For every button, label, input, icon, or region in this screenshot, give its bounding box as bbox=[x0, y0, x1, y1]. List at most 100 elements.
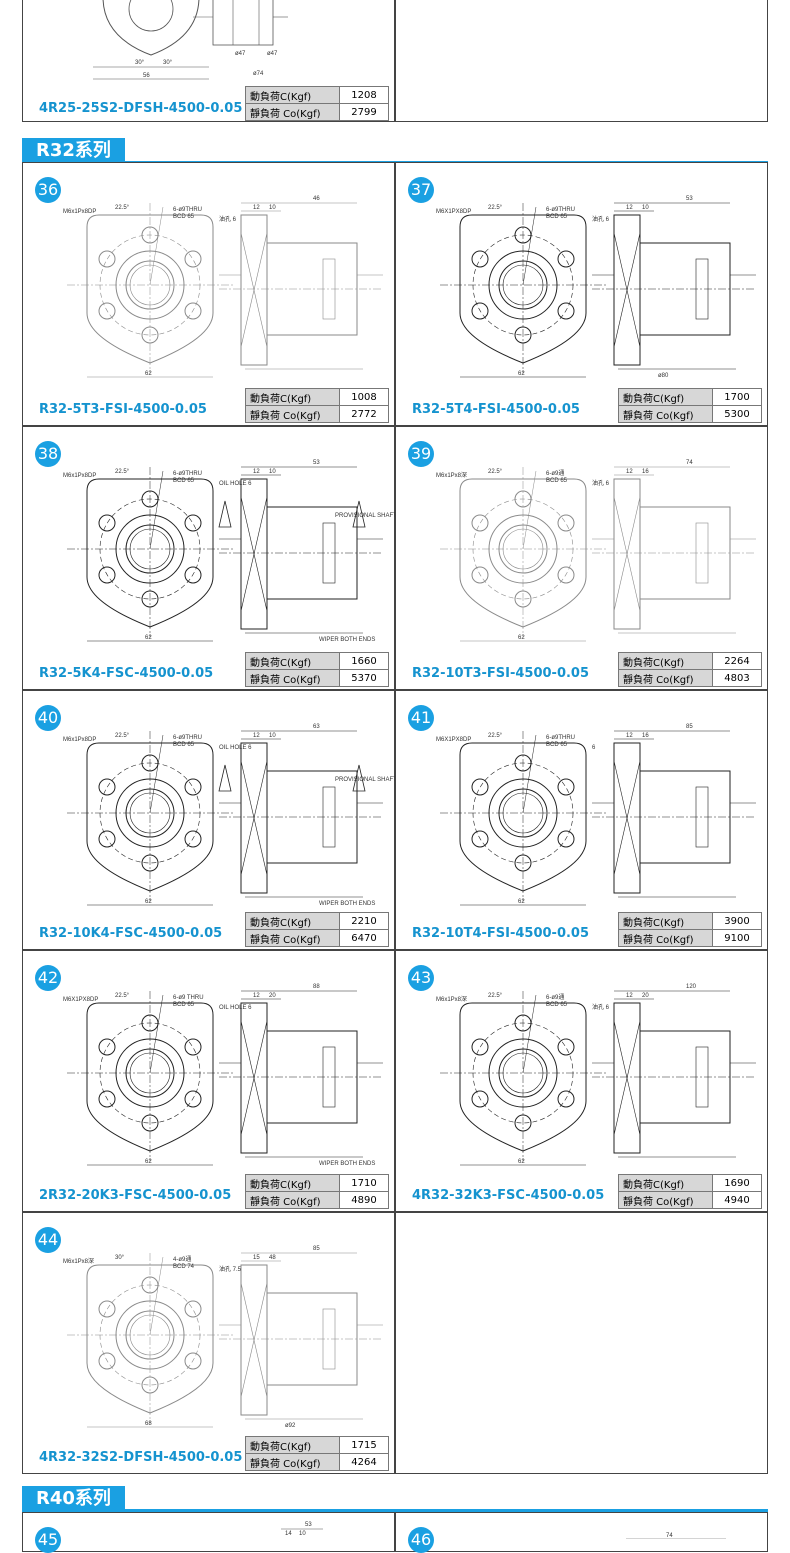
static-load-value: 2772 bbox=[339, 405, 389, 423]
thread-label: M6x1Px8深 bbox=[436, 471, 467, 479]
flange-front-view bbox=[440, 467, 606, 642]
bcd-label: BCD 65 bbox=[546, 1002, 568, 1008]
angle-label: 22.5° bbox=[115, 993, 130, 999]
static-load-value: 2799 bbox=[339, 103, 389, 121]
static-load-value: 4264 bbox=[339, 1453, 389, 1471]
nut-side-view bbox=[219, 1252, 383, 1420]
spec-table: 動負荷C(Kgf) 1208 靜負荷 Co(Kgf) 2799 bbox=[245, 86, 389, 121]
wiper-note: WIPER BOTH ENDS bbox=[319, 1161, 375, 1167]
model-name: 4R32-32K3-FSC-4500-0.05 bbox=[412, 1188, 605, 1203]
length-dimension: 85 bbox=[313, 1246, 320, 1252]
length-dimension: 120 bbox=[686, 984, 697, 990]
static-load-label: 靜負荷 Co(Kgf) bbox=[245, 1191, 340, 1209]
static-load-label: 靜負荷 Co(Kgf) bbox=[245, 669, 340, 687]
holes-label: 4-ø9通 bbox=[173, 1255, 191, 1263]
item-number-badge: 36 bbox=[35, 177, 61, 203]
dynamic-load-value: 1008 bbox=[339, 388, 389, 406]
oil-hole-label: OIL HOLE 6 bbox=[219, 745, 252, 751]
bcd-label: BCD 65 bbox=[546, 742, 568, 748]
section-title: R32系列 bbox=[22, 138, 125, 164]
thread-label: M6x1Px8深 bbox=[436, 995, 467, 1003]
oil-hole-label: 油孔 6 bbox=[592, 479, 610, 487]
length-dimension: 85 bbox=[686, 724, 693, 730]
width-dimension: 62 bbox=[518, 371, 525, 377]
item-number-badge: 37 bbox=[408, 177, 434, 203]
dynamic-load-value: 2264 bbox=[712, 652, 762, 670]
thread-label: M6x1Px8DP bbox=[63, 473, 96, 479]
dim-a-label: 12 bbox=[253, 993, 260, 999]
flange-front-view bbox=[67, 467, 233, 642]
dim-a-label: 12 bbox=[253, 205, 260, 211]
wiper-note: WIPER BOTH ENDS bbox=[319, 901, 375, 907]
flange-front-view bbox=[67, 991, 233, 1166]
angle-label: 22.5° bbox=[488, 993, 503, 999]
holes-label: 6-ø9THRU bbox=[546, 207, 575, 213]
dynamic-load-value: 1710 bbox=[339, 1174, 389, 1192]
static-load-label: 靜負荷 Co(Kgf) bbox=[245, 405, 340, 423]
section-divider bbox=[22, 1509, 768, 1512]
dynamic-load-value: 1690 bbox=[712, 1174, 762, 1192]
nut-side-view bbox=[219, 990, 383, 1158]
oil-hole-label: OIL HOLE 6 bbox=[219, 1005, 252, 1011]
nut-side-view bbox=[592, 990, 756, 1158]
thread-label: M6X1PX8DP bbox=[436, 209, 471, 215]
holes-label: 6-ø9THRU bbox=[173, 207, 202, 213]
svg-text:30°: 30° bbox=[163, 60, 173, 66]
angle-label: 22.5° bbox=[488, 469, 503, 475]
bcd-label: BCD 65 bbox=[173, 1002, 195, 1008]
model-name: R32-5K4-FSC-4500-0.05 bbox=[39, 666, 214, 681]
svg-text:74: 74 bbox=[666, 1533, 673, 1539]
nut-side-view bbox=[218, 466, 383, 634]
dim-a-label: 12 bbox=[626, 205, 633, 211]
oil-hole-label: 油孔 6 bbox=[219, 215, 237, 223]
dim-a-label: 12 bbox=[253, 733, 260, 739]
dim-b-label: 48 bbox=[269, 1255, 276, 1261]
nut-side-view bbox=[592, 202, 756, 370]
svg-text:53: 53 bbox=[305, 1522, 312, 1528]
nut-side-view bbox=[592, 466, 756, 634]
model-name: 4R25-25S2-DFSH-4500-0.05 bbox=[39, 101, 243, 116]
item-number-badge: 38 bbox=[35, 441, 61, 467]
static-load-label: 靜負荷 Co(Kgf) bbox=[618, 1191, 713, 1209]
dynamic-load-label: 動負荷C(Kgf) bbox=[618, 388, 713, 406]
empty-cell bbox=[395, 1212, 768, 1474]
flange-front-view bbox=[440, 203, 606, 378]
oil-hole-label: 油孔 6 bbox=[592, 215, 610, 223]
dynamic-load-label: 動負荷C(Kgf) bbox=[245, 86, 340, 104]
dim-b-label: 10 bbox=[642, 205, 649, 211]
dynamic-load-value: 1715 bbox=[339, 1436, 389, 1454]
width-dimension: 62 bbox=[145, 371, 152, 377]
static-load-label: 靜負荷 Co(Kgf) bbox=[245, 929, 340, 947]
dynamic-load-value: 3900 bbox=[712, 912, 762, 930]
item-number-badge: 41 bbox=[408, 705, 434, 731]
bcd-label: BCD 65 bbox=[173, 742, 195, 748]
static-load-value: 9100 bbox=[712, 929, 762, 947]
angle-label: 22.5° bbox=[488, 205, 503, 211]
diameter-label: ø92 bbox=[285, 1423, 296, 1429]
static-load-value: 4803 bbox=[712, 669, 762, 687]
item-number-badge: 39 bbox=[408, 441, 434, 467]
length-dimension: 74 bbox=[686, 460, 693, 466]
item-number-badge: 40 bbox=[35, 705, 61, 731]
width-dimension: 68 bbox=[145, 1421, 152, 1427]
oil-hole-label: 油孔 6 bbox=[592, 1003, 610, 1011]
